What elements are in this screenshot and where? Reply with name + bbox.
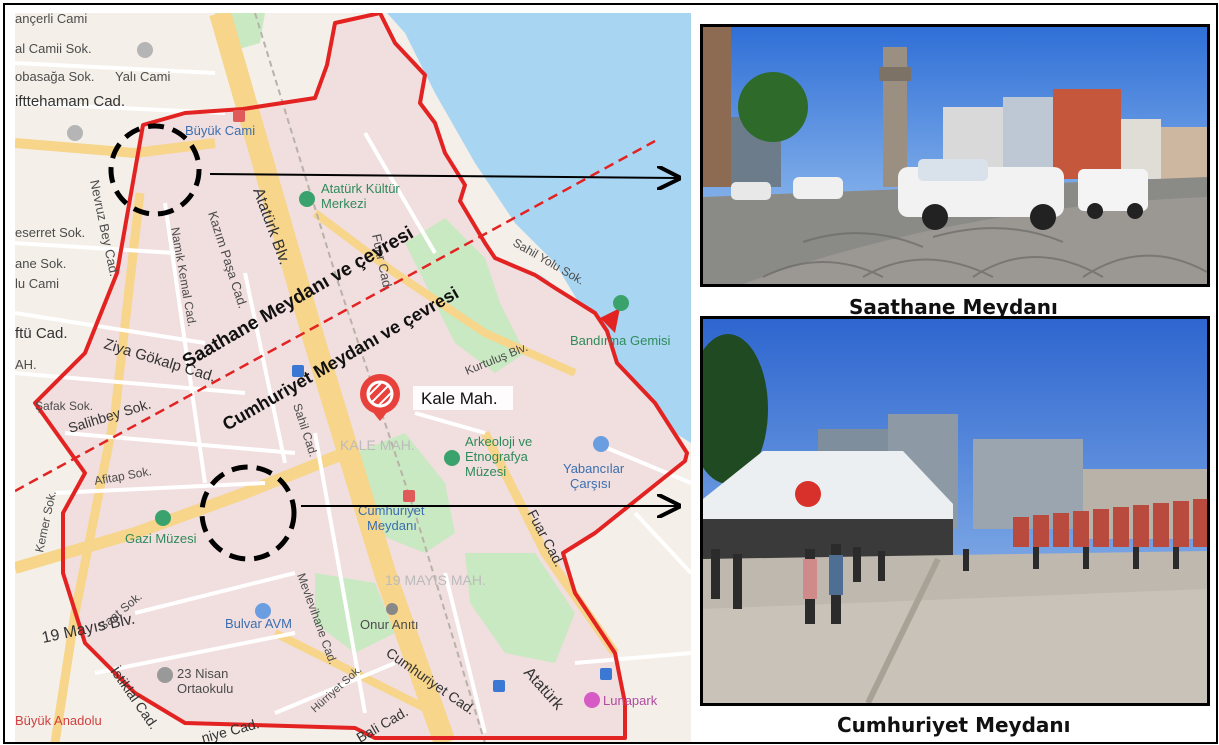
cumhuriyet-road <box>273 629 437 717</box>
label-iftte-hamam: ifttehamam Cad. <box>15 93 125 110</box>
label-buyuk-cami: Büyük Cami <box>185 123 255 138</box>
label-obasaga-sok: obasağa Sok. <box>15 69 95 84</box>
label-23-nisan-2: Ortaokulu <box>177 681 233 696</box>
pier-marker <box>600 308 620 333</box>
19-mayis-boulevard <box>15 447 348 574</box>
park-onur <box>315 573 395 653</box>
cumhuriyet-circle <box>199 464 297 562</box>
label-eserret: eserret Sok. <box>15 225 85 240</box>
label-arkeoloji-1: Arkeoloji ve <box>465 434 532 449</box>
sea-area <box>387 13 691 443</box>
kale-mah-pin[interactable] <box>360 374 400 421</box>
label-lunapark: Lunapark <box>603 693 658 708</box>
label-gazi-muzesi: Gazi Müzesi <box>125 531 197 546</box>
kurtulus-road <box>312 209 577 377</box>
zone-divider-line <box>15 139 656 493</box>
label-onur-aniti: Onur Anıtı <box>360 617 419 632</box>
pin-label-bg <box>413 386 513 410</box>
pin-label: Kale Mah. <box>421 389 498 408</box>
saathane-caption: Saathane Meydanı <box>849 295 1058 319</box>
arrows-overlay <box>209 5 1216 742</box>
map-canvas: ançerli Cami al Camii Sok. obasağa Sok. … <box>15 13 691 742</box>
cumhuriyet-caption: Cumhuriyet Meydanı <box>837 713 1071 737</box>
label-bandirma: Bandırma Gemisi <box>570 333 671 348</box>
cumhuriyet-photo[interactable] <box>700 316 1210 706</box>
kale-mahallesi-boundary <box>33 13 689 740</box>
figure-frame: ançerli Cami al Camii Sok. obasağa Sok. … <box>3 3 1218 744</box>
poi-icons <box>67 42 629 708</box>
cumhuriyet-photo-scene <box>703 319 1207 703</box>
map-panel[interactable]: ançerli Cami al Camii Sok. obasağa Sok. … <box>15 13 691 742</box>
label-mah-left: AH. <box>15 357 37 372</box>
label-cinarli-cami: ançerli Cami <box>15 13 87 26</box>
label-yabancilar-2: Çarşısı <box>570 476 611 491</box>
label-camii-sok: al Camii Sok. <box>15 41 92 56</box>
saathane-photo[interactable] <box>700 24 1210 287</box>
saathane-photo-scene <box>703 27 1207 284</box>
label-lu-cami: lu Cami <box>15 276 59 291</box>
label-ataturk-kultur-2: Merkezi <box>321 196 367 211</box>
label-mayis-mah: 19 MAYIS MAH. <box>385 572 486 588</box>
railway-line <box>254 13 486 742</box>
label-kale-mah-map: KALE MAH. <box>340 437 415 453</box>
label-lane-sok: ane Sok. <box>15 256 66 271</box>
nevruz-bey-road <box>50 192 145 742</box>
label-yabancilar-1: Yabancılar <box>563 461 625 476</box>
arrow-to-saathane <box>209 174 677 178</box>
label-yali-cami: Yalı Cami <box>115 69 170 84</box>
iftte-hamam-road <box>15 138 216 159</box>
label-cumhuriyet-meydani-2: Meydanı <box>367 518 417 533</box>
label-arkeoloji-2: Etnografya <box>465 449 529 464</box>
label-safak: Şafak Sok. <box>35 399 93 413</box>
label-23-nisan-1: 23 Nisan <box>177 666 228 681</box>
label-ataturk-kultur-1: Atatürk Kültür <box>321 181 400 196</box>
label-bulvar-avm: Bulvar AVM <box>225 616 292 631</box>
label-buyuk-anadolu: Büyük Anadolu <box>15 713 102 728</box>
saathane-circle <box>108 123 202 217</box>
park-south <box>465 553 575 663</box>
label-arkeoloji-3: Müzesi <box>465 464 506 479</box>
label-huftu-cad: ftü Cad. <box>15 325 68 342</box>
ataturk-boulevard <box>209 13 456 742</box>
